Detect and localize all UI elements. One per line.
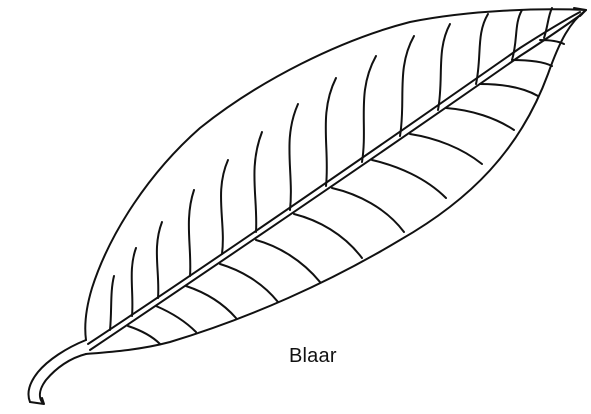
leaf-vein — [409, 133, 483, 165]
leaf-vein — [511, 59, 553, 67]
leaf-petiole-upper — [27, 339, 87, 403]
leaf-caption: Blaar — [289, 345, 337, 367]
leaf-vein — [127, 325, 161, 345]
leaf-vein — [293, 213, 363, 259]
leaf-vein — [255, 239, 321, 283]
leaf-vein — [219, 263, 279, 303]
leaf-vein — [331, 187, 405, 233]
leaf-vein — [475, 13, 489, 85]
leaf-vein — [437, 23, 451, 111]
leaf-vein — [187, 189, 195, 277]
leaf-vein — [155, 221, 163, 299]
leaf-vein — [445, 107, 515, 131]
leaf-petiole-lower — [38, 353, 87, 403]
leaf-petiole-end — [29, 397, 45, 405]
leaf-vein — [253, 131, 263, 233]
leaf-vein — [543, 7, 553, 39]
leaf-vein — [155, 305, 197, 333]
leaf-vein — [109, 275, 115, 331]
leaf-vein — [185, 285, 237, 319]
leaf-midrib-lower — [89, 13, 583, 351]
leaf-vein — [288, 103, 299, 211]
leaf-vein — [324, 77, 337, 187]
leaf-vein — [361, 55, 377, 163]
leaf-outline-upper — [84, 8, 587, 341]
leaf-midrib-upper — [87, 11, 581, 345]
leaf-vein — [399, 35, 415, 137]
leaf-vein — [130, 247, 137, 317]
leaf-vein — [539, 39, 565, 45]
leaf-vein — [479, 83, 539, 97]
leaf-vein — [511, 9, 523, 61]
leaf-vein — [371, 159, 447, 199]
leaf-vein — [219, 159, 229, 255]
